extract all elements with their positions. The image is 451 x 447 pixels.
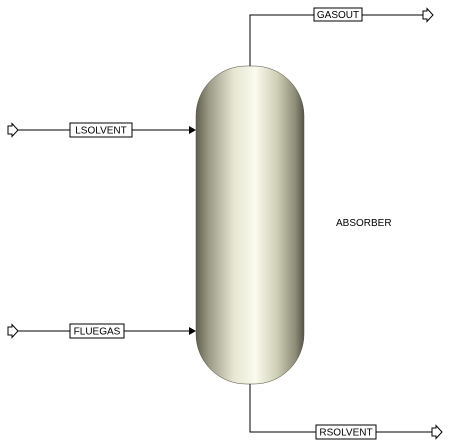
- stream-fluegas[interactable]: FLUEGAS: [7, 323, 196, 339]
- absorber-block-label: ABSORBER: [336, 218, 392, 229]
- absorber-vessel[interactable]: [195, 65, 305, 385]
- flow-arrowhead-icon: [189, 327, 196, 335]
- fluegas-label-box: [69, 323, 125, 339]
- stream-lsolvent[interactable]: LSOLVENT: [7, 122, 196, 138]
- outlet-arrow-icon: [422, 7, 434, 23]
- lsolvent-label: LSOLVENT: [75, 126, 127, 137]
- inlet-arrow-icon: [7, 122, 19, 138]
- outlet-arrow-icon: [431, 424, 443, 440]
- gasout-label: GASOUT: [317, 10, 359, 21]
- stream-gasout[interactable]: GASOUT: [249, 7, 434, 66]
- stream-rsolvent[interactable]: RSOLVENT: [249, 384, 443, 440]
- lsolvent-label-box: [69, 122, 133, 138]
- flow-arrowhead-icon: [189, 126, 196, 134]
- inlet-arrow-icon: [7, 323, 19, 339]
- fluegas-label: FLUEGAS: [74, 327, 121, 338]
- rsolvent-label: RSOLVENT: [319, 428, 372, 439]
- rsolvent-label-box: [315, 424, 377, 440]
- gasout-label-box: [313, 7, 363, 22]
